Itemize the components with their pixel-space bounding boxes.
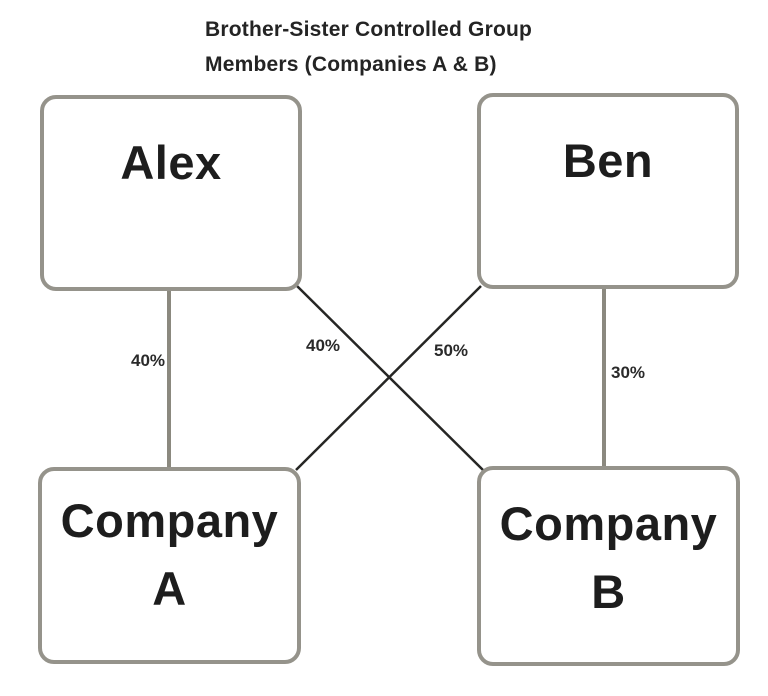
node-ben: Ben xyxy=(477,93,739,289)
edge-label-alex-company-b: 40% xyxy=(306,336,341,355)
node-ben-label: Ben xyxy=(562,134,654,187)
diagram-title: Brother-Sister Controlled Group Members … xyxy=(205,12,532,82)
edge-alex-company-b xyxy=(296,285,485,472)
diagram-title-line1: Brother-Sister Controlled Group xyxy=(205,18,533,41)
edge-label-alex-company-a: 40% xyxy=(131,351,166,370)
node-company-b-label-line2: B xyxy=(591,565,626,618)
node-alex: Alex xyxy=(40,95,302,291)
edge-label-ben-company-b: 30% xyxy=(611,363,646,382)
node-company-a-label-line1: Company xyxy=(60,494,279,547)
node-company-a: Company A xyxy=(38,467,301,664)
node-alex-label: Alex xyxy=(120,136,222,189)
node-company-a-label-line2: A xyxy=(152,562,187,615)
node-company-b: Company B xyxy=(477,466,740,666)
node-company-b-label-line1: Company xyxy=(499,497,718,550)
diagram-title-line2: Members (Companies A & B) xyxy=(205,53,497,76)
edge-ben-company-a xyxy=(295,285,482,471)
edge-label-ben-company-a: 50% xyxy=(434,341,469,360)
